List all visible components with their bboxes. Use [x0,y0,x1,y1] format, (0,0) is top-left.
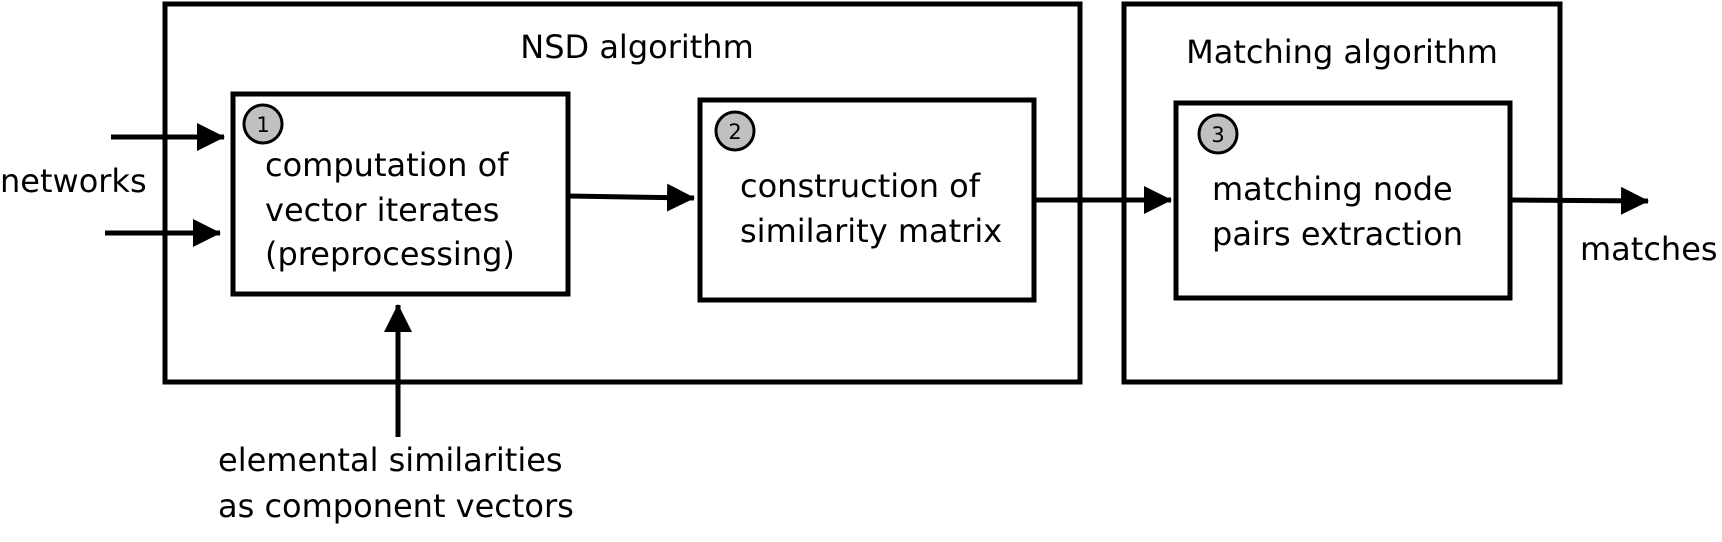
step-1-number: 1 [256,113,269,137]
step-1-badge [242,103,284,145]
output-arrow [1509,186,1649,215]
step-2-label-line-2: similarity matrix [740,212,1002,250]
step-2-number: 2 [728,120,741,144]
step-3-number: 3 [1211,123,1224,147]
step-1-box: 1 computation of vector iterates (prepro… [230,91,571,297]
step-3-box: 3 matching node pairs extraction [1173,100,1513,301]
side-input-label-line-2: as component vectors [218,487,574,525]
step-2-box: 2 construction of similarity matrix [697,97,1037,303]
step-1-label-line-1: computation of [265,146,509,184]
step-1-label-line-3: (preprocessing) [265,235,515,273]
step-2-badge [714,110,756,152]
nsd-algorithm-group [162,1,1083,385]
output-label: matches [1580,230,1718,268]
matching-algorithm-title: Matching algorithm [1186,33,1498,71]
step-1-label-line-2: vector iterates [265,191,499,229]
step-2-label-line-1: construction of [740,167,981,205]
matching-algorithm-group [1121,1,1563,385]
input-label: networks [0,162,147,200]
nsd-algorithm-title: NSD algorithm [520,28,754,66]
step-3-label-line-2: pairs extraction [1212,215,1463,253]
step-3-label-line-1: matching node [1212,170,1453,208]
step-3-badge [1197,113,1239,155]
side-input-label-line-1: elemental similarities [218,441,563,479]
arrow-step-1-to-step-2 [567,183,695,212]
